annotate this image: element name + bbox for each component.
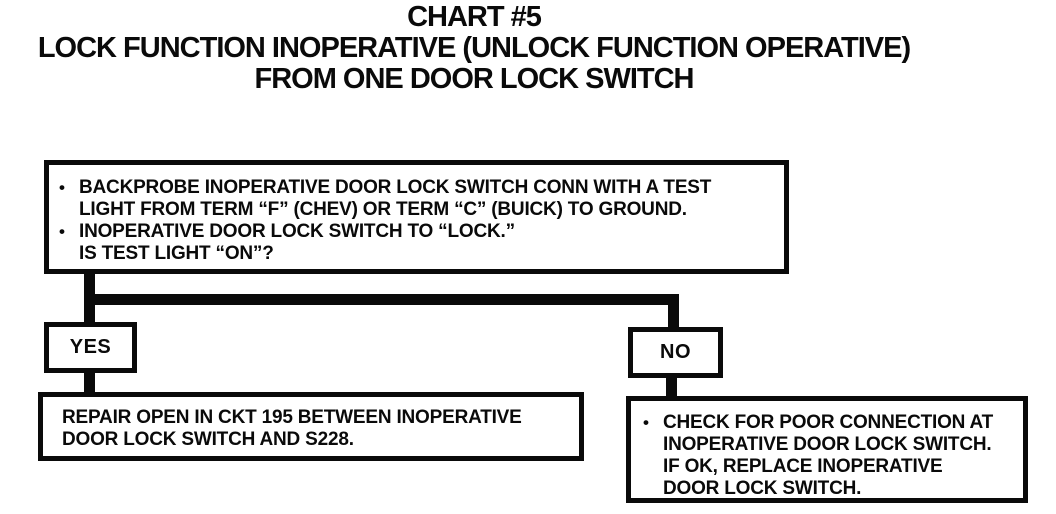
yes-result-line-2: DOOR LOCK SWITCH AND S228.: [62, 429, 354, 450]
bullet-icon: •: [59, 222, 65, 241]
chart-title-block: CHART #5 LOCK FUNCTION INOPERATIVE (UNLO…: [0, 2, 948, 95]
no-result-line-3: IF OK, REPLACE INOPERATIVE: [663, 456, 943, 477]
no-branch-label: NO: [660, 341, 691, 363]
yes-branch-label: YES: [69, 336, 112, 358]
procedure-step-2-line-1: INOPERATIVE DOOR LOCK SWITCH TO “LOCK.”: [79, 221, 515, 242]
no-result-line-4: DOOR LOCK SWITCH.: [663, 478, 862, 499]
chart-subtitle-line1: LOCK FUNCTION INOPERATIVE (UNLOCK FUNCTI…: [37, 32, 911, 64]
bullet-icon: •: [643, 413, 649, 432]
no-result-step: • CHECK FOR POOR CONNECTION AT INOPERATI…: [643, 412, 1019, 500]
no-branch-box: NO: [628, 327, 723, 378]
chart-number-title: CHART #5: [407, 1, 542, 33]
yes-branch-box: YES: [44, 322, 137, 373]
connector-yes-to-result: [84, 371, 95, 394]
connector-no-to-result: [666, 376, 677, 398]
connector-branch-to-no: [668, 294, 679, 330]
no-result-line-1: CHECK FOR POOR CONNECTION AT: [663, 412, 994, 433]
connector-branch-horizontal: [84, 294, 679, 305]
procedure-step-2: • INOPERATIVE DOOR LOCK SWITCH TO “LOCK.…: [59, 221, 780, 265]
procedure-question-line: IS TEST LIGHT “ON”?: [79, 243, 274, 264]
yes-result-box: REPAIR OPEN IN CKT 195 BETWEEN INOPERATI…: [38, 392, 584, 461]
test-procedure-box: • BACKPROBE INOPERATIVE DOOR LOCK SWITCH…: [44, 160, 789, 274]
bullet-icon: •: [59, 178, 65, 197]
procedure-step-1-line-2: LIGHT FROM TERM “F” (CHEV) OR TERM “C” (…: [79, 199, 687, 220]
chart-subtitle-line2: FROM ONE DOOR LOCK SWITCH: [254, 63, 695, 95]
procedure-step-1-line-1: BACKPROBE INOPERATIVE DOOR LOCK SWITCH C…: [79, 177, 712, 198]
yes-result-line-1: REPAIR OPEN IN CKT 195 BETWEEN INOPERATI…: [62, 407, 522, 428]
no-result-box: • CHECK FOR POOR CONNECTION AT INOPERATI…: [626, 396, 1028, 503]
no-result-line-2: INOPERATIVE DOOR LOCK SWITCH.: [663, 434, 992, 455]
procedure-step-1: • BACKPROBE INOPERATIVE DOOR LOCK SWITCH…: [59, 177, 780, 221]
